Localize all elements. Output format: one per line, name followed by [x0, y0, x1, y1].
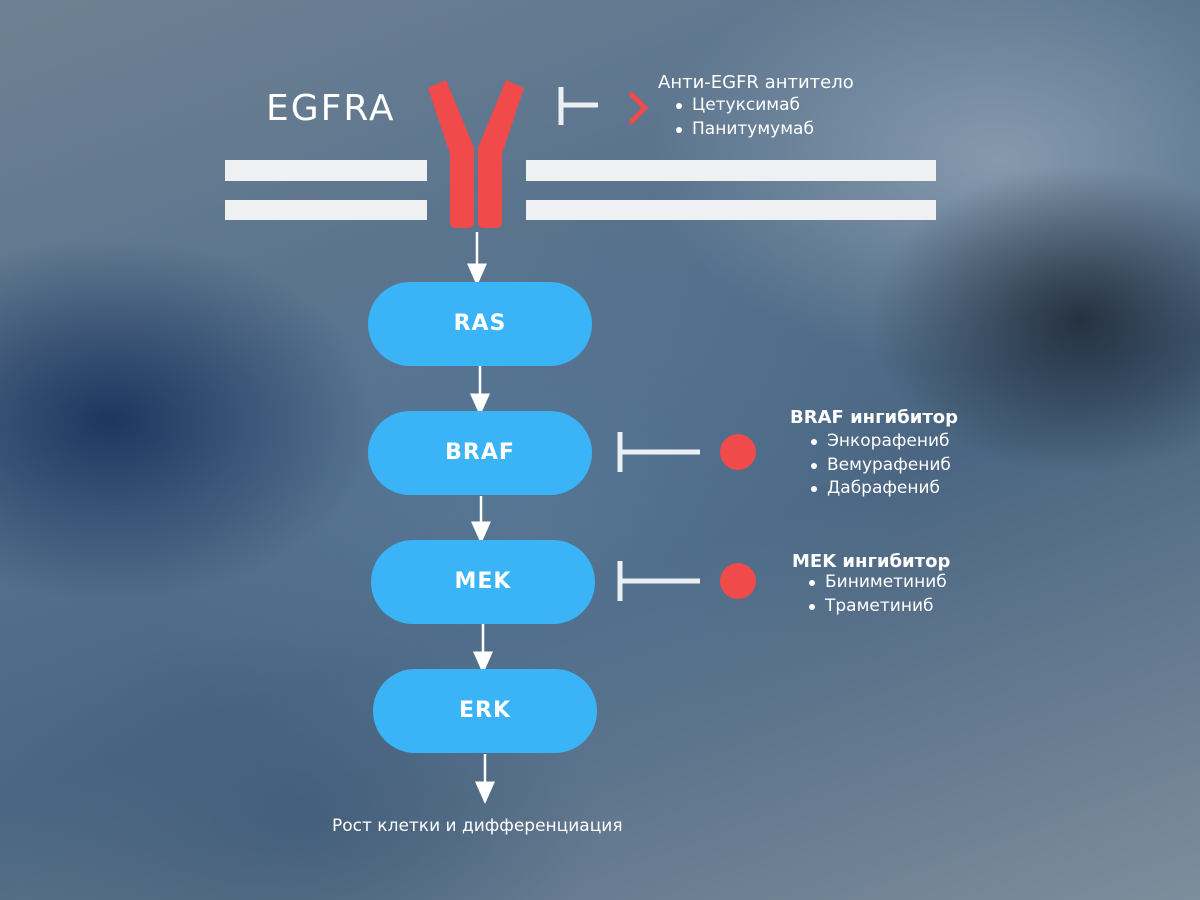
- braf-t-bar-inhibition-icon: [617, 432, 700, 472]
- braf-drug-item: Энкорафениб: [803, 430, 951, 454]
- node-label-erk: ERK: [458, 698, 512, 723]
- mek-drug-list: Биниметиниб Траметиниб: [801, 571, 947, 618]
- braf-red-dot-inhibitor-icon: [720, 434, 756, 470]
- mek-drug-item: Траметиниб: [801, 595, 947, 619]
- node-label-ras: RAS: [453, 311, 507, 336]
- braf-drug-item: Дабрафениб: [803, 477, 951, 501]
- node-label-braf: BRAF: [445, 440, 515, 465]
- y-shaped-receptor-icon: [428, 80, 524, 228]
- mek-drug-item: Биниметиниб: [801, 571, 947, 595]
- pathway-arrows: [467, 232, 495, 804]
- mek-red-dot-inhibitor-icon: [720, 563, 756, 599]
- mek-t-bar-inhibition-icon: [617, 561, 700, 601]
- cell-membrane: [225, 160, 936, 220]
- antibody-drug-item: Цетуксимаб: [668, 94, 814, 118]
- antibody-drug-list: Цетуксимаб Панитумумаб: [668, 94, 814, 141]
- braf-inhibitor-title: BRAF ингибитор: [790, 407, 959, 428]
- chevron-antibody-icon: [628, 91, 649, 125]
- node-mek: [371, 540, 595, 624]
- braf-drug-item: Вемурафениб: [803, 454, 951, 478]
- antibody-inhibitor-title: Анти-EGFR антитело: [658, 72, 854, 93]
- braf-drug-list: Энкорафениб Вемурафениб Дабрафениб: [803, 430, 951, 501]
- antibody-t-bar-inhibition-icon: [558, 87, 598, 125]
- node-braf: [368, 411, 592, 495]
- node-erk: [373, 669, 597, 753]
- mek-inhibitor-title: MEK ингибитор: [792, 551, 951, 572]
- antibody-drug-item: Панитумумаб: [668, 118, 814, 142]
- pathway-outcome-label: Рост клетки и дифференциация: [332, 816, 623, 836]
- receptor-label: EGFRA: [266, 88, 396, 129]
- node-ras: [368, 282, 592, 366]
- node-label-mek: MEK: [454, 569, 512, 594]
- pathway-nodes: [368, 282, 597, 753]
